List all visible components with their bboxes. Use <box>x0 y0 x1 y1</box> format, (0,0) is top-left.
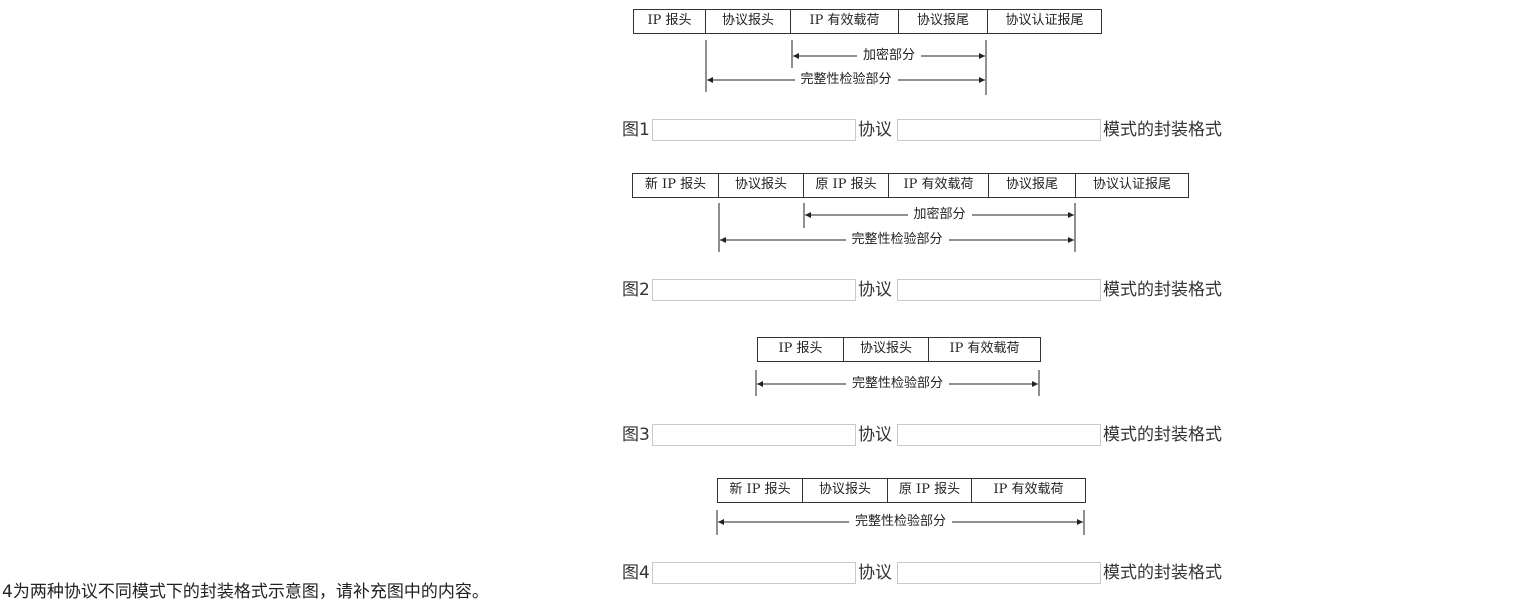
arrowhead-right-icon <box>1032 381 1038 387</box>
packet-field: IP 有效载荷 <box>888 173 989 198</box>
answer-input-protocol[interactable] <box>652 562 856 584</box>
figure-label: 图4 <box>622 563 650 583</box>
figure-label: 图3 <box>622 425 650 445</box>
protocol-text: 协议 <box>858 425 892 445</box>
answer-input-mode[interactable] <box>897 562 1101 584</box>
answer-input-mode[interactable] <box>897 279 1101 301</box>
arrowhead-left-icon <box>757 381 763 387</box>
packet-field: 新 IP 报头 <box>717 478 803 503</box>
encryption-range-label: 加密部分 <box>907 207 972 223</box>
packet-field: 原 IP 报头 <box>803 173 889 198</box>
packet-field: 协议认证报尾 <box>1075 173 1189 198</box>
arrowhead-left-icon <box>718 519 724 525</box>
packet-field: 协议报头 <box>705 9 791 34</box>
arrowhead-right-icon <box>979 53 985 59</box>
packet-field: IP 有效载荷 <box>928 337 1041 362</box>
integrity-range-label: 完整性检验部分 <box>794 72 898 88</box>
mode-format-text: 模式的封装格式 <box>1103 425 1222 445</box>
packet-field: 协议报尾 <box>898 9 988 34</box>
packet-field: IP 报头 <box>757 337 844 362</box>
answer-input-mode[interactable] <box>897 424 1101 446</box>
packet-field: 协议报尾 <box>988 173 1076 198</box>
integrity-range-label: 完整性检验部分 <box>846 376 950 392</box>
arrowhead-right-icon <box>1068 212 1074 218</box>
packet-field: 协议报头 <box>802 478 888 503</box>
mode-format-text: 模式的封装格式 <box>1103 120 1222 140</box>
arrowhead-left-icon <box>793 53 799 59</box>
packet-field: IP 报头 <box>633 9 706 34</box>
answer-input-protocol[interactable] <box>652 119 856 141</box>
arrowhead-right-icon <box>979 77 985 83</box>
packet-field: 原 IP 报头 <box>887 478 972 503</box>
protocol-text: 协议 <box>858 280 892 300</box>
packet-field: 协议报头 <box>843 337 929 362</box>
packet-field: 协议认证报尾 <box>987 9 1102 34</box>
figure-label: 图1 <box>622 120 650 140</box>
integrity-range-label: 完整性检验部分 <box>849 514 953 530</box>
arrowhead-right-icon <box>1068 237 1074 243</box>
integrity-range-label: 完整性检验部分 <box>845 232 949 248</box>
packet-field: 新 IP 报头 <box>632 173 719 198</box>
arrowhead-left-icon <box>805 212 811 218</box>
answer-input-protocol[interactable] <box>652 424 856 446</box>
figure-label: 图2 <box>622 280 650 300</box>
answer-input-protocol[interactable] <box>652 279 856 301</box>
question-text: 4为两种协议不同模式下的封装格式示意图，请补充图中的内容。 <box>2 582 489 602</box>
protocol-text: 协议 <box>858 563 892 583</box>
answer-input-mode[interactable] <box>897 119 1101 141</box>
packet-field: 协议报头 <box>718 173 804 198</box>
arrowhead-left-icon <box>720 237 726 243</box>
arrowhead-left-icon <box>707 77 713 83</box>
packet-field: IP 有效载荷 <box>971 478 1086 503</box>
encryption-range-label: 加密部分 <box>857 48 922 64</box>
protocol-text: 协议 <box>858 120 892 140</box>
mode-format-text: 模式的封装格式 <box>1103 280 1222 300</box>
arrowhead-right-icon <box>1077 519 1083 525</box>
mode-format-text: 模式的封装格式 <box>1103 563 1222 583</box>
packet-field: IP 有效载荷 <box>790 9 899 34</box>
